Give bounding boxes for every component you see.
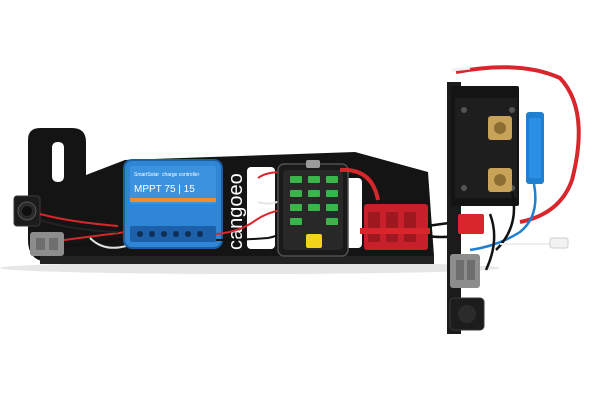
usb-socket-ring [22, 206, 32, 216]
anderson-plug-left-slot-a [36, 238, 45, 250]
blade-fuses [290, 176, 338, 225]
controller-terminals [137, 231, 203, 237]
white-lead-plug [500, 237, 569, 249]
wiring-right-side [469, 183, 537, 271]
red-busbar [360, 204, 430, 250]
ground-shadow [0, 262, 500, 274]
red-inline-connector [458, 214, 484, 234]
controller-accent-band [130, 198, 216, 202]
controller-model: MPPT 75 | 15 [134, 184, 195, 195]
anderson-plug-left [30, 232, 64, 256]
fuse-box-stud [306, 160, 320, 168]
plate-cutout-left [247, 167, 275, 249]
lower-socket [449, 297, 485, 331]
red-loop-wire [339, 167, 380, 201]
blue-busbar-cap [526, 112, 544, 184]
controller-sub-line: charge controller [162, 172, 200, 178]
mppt-charge-controller: SmartSolar charge controller MPPT 75 | 1… [123, 159, 223, 249]
red-arc-wire [455, 65, 581, 224]
wiring-left [39, 213, 127, 249]
brass-terminal-bottom [488, 168, 512, 192]
anderson-plug-left-slot-b [49, 238, 58, 250]
anderson-plug-right [450, 254, 480, 288]
mounting-hook-slot [52, 142, 64, 182]
white-lead [451, 66, 471, 72]
brass-terminal-top [488, 116, 512, 140]
yellow-fuse [306, 234, 322, 248]
controller-brand-line: SmartSolar [134, 172, 159, 178]
plate-lip [40, 256, 434, 264]
fuse-box [277, 160, 349, 257]
